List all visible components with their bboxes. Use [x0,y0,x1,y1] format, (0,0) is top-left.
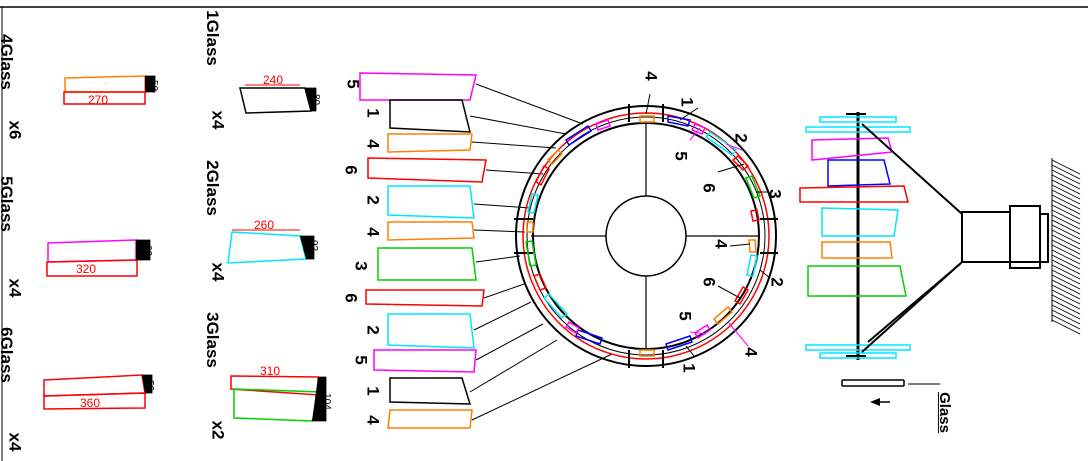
left-label-5: 2 [363,195,383,205]
left-label-8: 6 [341,293,361,303]
glass3-sample [230,375,324,422]
left-label-4: 6 [341,165,361,175]
glass4-height: 50 [148,79,160,92]
hatch-line [1051,264,1081,280]
side-view [799,112,1081,406]
hatch-line [1051,314,1081,330]
hatch-line [1051,189,1081,205]
hatch-line [1051,254,1081,270]
hatch-line [1051,214,1081,230]
left-label-12: 4 [363,415,383,425]
hatch-line [1051,199,1081,215]
ring-label-3: 5 [671,151,691,161]
hatch-line [1051,209,1081,225]
glass1-title: 1Glass [202,10,222,66]
hatch-line [1051,309,1081,325]
hatch-line [1051,269,1081,285]
hatch-line [1051,274,1081,290]
left-label-2: 1 [363,108,383,118]
hatch-line [1051,279,1081,295]
glass1-width: 240 [263,73,284,87]
left-label-10: 5 [351,355,371,365]
hatch-line [1051,289,1081,305]
glass6-width: 360 [80,396,101,410]
hatch-line [1051,294,1081,310]
glass4-title: 4Glass [0,34,16,90]
hatch-line [1051,194,1081,210]
hatch-line [1051,224,1081,240]
ring-assembly [514,93,778,368]
hatch-line [1051,234,1081,250]
hatch-line [1051,229,1081,245]
glass3-title: 3Glass [202,312,222,368]
glass6-title: 6Glass [0,327,16,383]
side-view-title: Glass [935,392,953,433]
left-label-1: 5 [343,79,363,89]
hatch-line [1051,249,1081,265]
ring-label-6: 3 [765,189,785,199]
hatch-line [1051,239,1081,255]
hatch-line [1051,319,1081,335]
ring-label-2: 1 [677,97,697,107]
ring-label-1: 4 [641,71,661,81]
glass2-qty: x4 [208,262,228,282]
svg-text:·: · [105,81,107,87]
hatch-line [1051,174,1081,190]
glass1-qty: x4 [208,110,228,130]
ring-label-9: 6 [699,277,719,287]
hatch-line [1051,159,1081,175]
glass2-title: 2Glass [202,160,222,216]
left-label-6: 4 [363,227,383,237]
glass3-height: 104 [320,393,332,410]
hatch-line [1051,219,1081,235]
hatch-line [1051,259,1081,275]
left-label-9: 2 [363,325,383,335]
legend-dimension-lines [136,75,327,422]
hatch-line [1051,299,1081,315]
left-pane-list [359,72,487,429]
hatch-line [1051,304,1081,320]
hatch-line [1051,284,1081,300]
glass6-height: 56 [144,379,156,392]
ring-label-7: 4 [711,239,731,249]
ring-label-5: 6 [699,183,719,193]
glass3-qty: x2 [208,420,228,440]
arrow-head [870,398,880,406]
left-label-7: 3 [351,261,371,271]
glass6-qty: x4 [5,432,25,452]
ring-label-12: 1 [679,363,699,373]
glass5-height: 60 [142,244,154,257]
ring-label-8: 2 [767,277,787,287]
glass2-height: 92 [308,239,320,252]
ring-label-10: 5 [675,311,695,321]
hatch-line [1051,169,1081,185]
hatch-line [1051,204,1081,220]
glass1-height: 80 [310,93,322,106]
glass5-qty: x4 [5,278,25,298]
glass4-qty: x6 [5,120,25,140]
glass5-title: 5Glass [0,176,16,232]
glass2-width: 260 [254,218,275,232]
hatch-line [1051,184,1081,200]
glass2-sample [227,229,307,264]
leader-lines [469,83,613,421]
glass5-width: 320 [76,262,97,276]
ring-label-4: 2 [731,133,751,143]
hatch-line [1051,179,1081,195]
left-label-3: 4 [363,139,383,149]
left-label-11: 1 [363,386,383,396]
hatch-line [1051,164,1081,180]
glass1-sample [239,84,312,114]
ring-label-11: 4 [741,347,761,357]
glass4-width: 270 [88,93,109,107]
glass3-width: 310 [260,364,281,378]
hatch-line [1051,244,1081,260]
